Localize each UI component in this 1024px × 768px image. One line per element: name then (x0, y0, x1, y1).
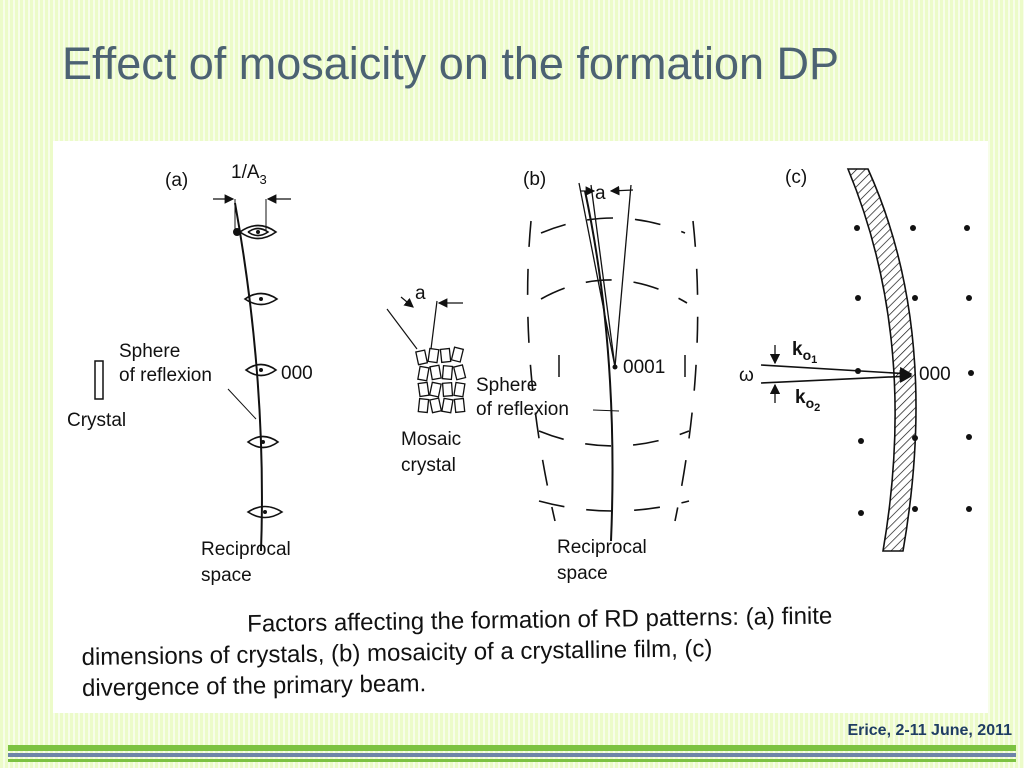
sphere-leader-line-b (592, 409, 620, 412)
k01-label: ko1 (792, 339, 817, 366)
crystal-shape (94, 360, 104, 400)
caption-line-1: Factors affecting the formation of RD pa… (247, 602, 833, 638)
reciprocal-points-a (238, 224, 284, 519)
panel-b-angle-label: a (595, 183, 606, 204)
panel-b-label: (b) (523, 169, 546, 190)
reciprocal-label-a-2: space (201, 565, 252, 586)
sphere-label-a-2: of reflexion (119, 365, 212, 386)
footer-event-date: Erice, 2-11 June, 2011 (847, 722, 1012, 739)
k02-label: ko2 (795, 387, 820, 414)
panel-b: (b) a 0001 Sphere of reflexion R (476, 169, 699, 584)
crystal-label: Crystal (67, 410, 126, 431)
origin-label-b: 0001 (623, 357, 665, 378)
diffraction-figure: (a) 1/A3 000 Sphere (53, 141, 988, 713)
mosaic-label-1: Mosaic (401, 429, 461, 450)
panel-a-label: (a) (165, 170, 188, 191)
k01-beam (760, 364, 913, 380)
caption-line-3: divergence of the primary beam. (81, 670, 427, 702)
panel-c-label: (c) (785, 167, 807, 188)
sphere-of-reflexion-curve-b (584, 190, 614, 542)
width-label: 1/A3 (231, 162, 267, 187)
panel-a: (a) 1/A3 000 Sphere (67, 162, 313, 586)
footer-divider-green-thin (8, 759, 1016, 762)
slide-title: Effect of mosaicity on the formation DP (62, 38, 840, 89)
k02-beam (760, 370, 913, 384)
mosaic-label-2: crystal (401, 455, 456, 476)
reciprocal-label-a-1: Reciprocal (201, 539, 291, 560)
hatched-sphere-shell (846, 168, 917, 552)
mosaic-angle-label: a (415, 283, 426, 304)
sphere-label-b-2: of reflexion (476, 399, 569, 420)
footer-divider-green (8, 745, 1016, 751)
mosaic-blocks (415, 346, 467, 414)
sphere-label-b-1: Sphere (476, 375, 537, 396)
sphere-label-a-1: Sphere (119, 341, 180, 362)
sphere-of-reflexion-curve-a (234, 202, 263, 552)
sphere-leader-line-a (227, 388, 257, 420)
footer-divider-blue (8, 753, 1016, 757)
panel-c: (c) ω ko1 ko2 000 (739, 167, 974, 552)
omega-label: ω (739, 365, 754, 386)
figure-diagram: (a) 1/A3 000 Sphere (67, 162, 974, 586)
figure-caption: Factors affecting the formation of RD pa… (81, 599, 967, 704)
mosaic-crystal: a Mosaic (386, 283, 467, 476)
origin-label-a: 000 (281, 363, 313, 384)
mosaic-spread-arcs (526, 217, 699, 522)
caption-line-2: dimensions of crystals, (b) mosaicity of… (81, 635, 713, 671)
reciprocal-label-b-2: space (557, 563, 608, 584)
reciprocal-label-b-1: Reciprocal (557, 537, 647, 558)
origin-label-c: 000 (919, 364, 951, 385)
